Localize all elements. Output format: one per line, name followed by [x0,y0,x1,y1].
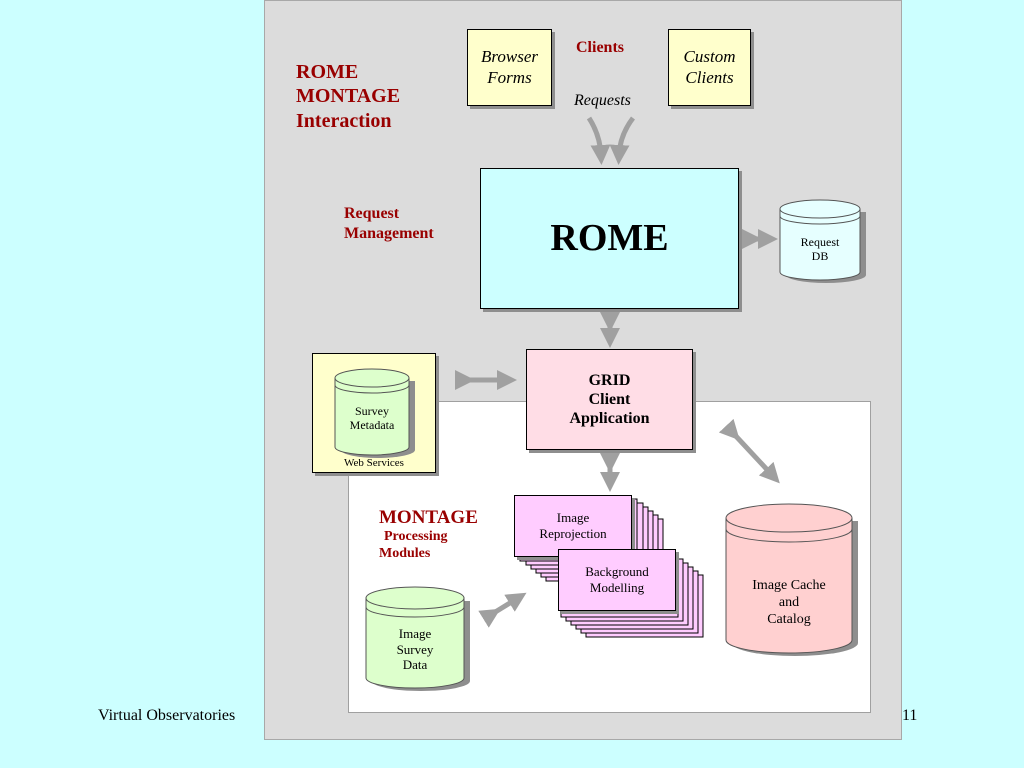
title-line-2: MONTAGE [296,85,401,108]
grid-cache-arrow [718,418,780,484]
clients-label: Clients [576,39,624,56]
image-reprojection-line-1: Image [556,510,590,526]
browser-forms-line-1: Browser [481,47,538,67]
rome-label: ROME [550,216,669,259]
montage-line-2: Processing [384,529,448,544]
request-db-label: Request DB [780,235,860,264]
image-cache-cylinder [725,503,858,656]
background-modelling-line-2: Modelling [589,580,645,595]
request-management-line-1: Request [344,205,400,222]
montage-title: MONTAGE [379,507,478,528]
web-services-label: Web Services [344,456,404,469]
image-survey-data-line-2: Survey [396,641,434,657]
image-cache-line-2: and [778,594,800,610]
survey-modules-arrow [478,592,527,628]
image-survey-data-cylinder [365,586,470,691]
grid-client-line-3: Application [569,410,650,428]
diagram-title: ROME MONTAGE Interaction [296,60,400,133]
request-management-line-2: Management [344,224,434,242]
title-line-3: Interaction [296,109,392,132]
montage-line-3: Modules [379,546,431,562]
montage-subtitle: Processing Modules [379,528,448,562]
browser-forms-line-2: Forms [487,67,532,87]
requests-label: Requests [574,92,631,109]
requests-arrow-left [586,116,611,165]
requests-arrow-right [609,116,636,165]
request-db-line-2: DB [811,249,829,264]
image-survey-data-line-3: Data [402,657,428,673]
image-reprojection-box: Image Reprojection [514,495,632,557]
survey-metadata-label: Survey Metadata [335,404,409,433]
background-modelling-line-1: Background [585,564,649,580]
page-number: 11 [902,707,918,724]
image-survey-data-line-1: Image [398,626,432,641]
image-cache-line-1: Image Cache [752,578,826,593]
survey-metadata-cylinder [334,368,415,458]
custom-clients-line-2: Clients [685,67,734,87]
image-cache-label: Image Cache and Catalog [726,578,852,628]
grid-client-box: GRID Client Application [526,349,693,450]
title-line-1: ROME [296,61,359,83]
request-management-label: Request Management [344,204,434,243]
image-survey-data-label: Image Survey Data [366,626,464,673]
browser-forms-box: Browser Forms [467,29,552,106]
survey-metadata-line-2: Metadata [349,418,395,433]
image-cache-line-3: Catalog [767,611,811,627]
request-db-cylinder [779,199,866,283]
footer-left-text: Virtual Observatories [98,707,236,724]
request-db-line-1: Request [800,235,840,249]
grid-client-line-2: Client [588,390,631,408]
custom-clients-line-1: Custom [683,47,736,67]
grid-client-line-1: GRID [588,371,631,389]
custom-clients-box: Custom Clients [668,29,751,106]
image-reprojection-line-2: Reprojection [539,526,607,541]
survey-metadata-line-1: Survey [355,404,389,418]
background-modelling-box: Background Modelling [558,549,676,611]
rome-box: ROME [480,168,739,309]
